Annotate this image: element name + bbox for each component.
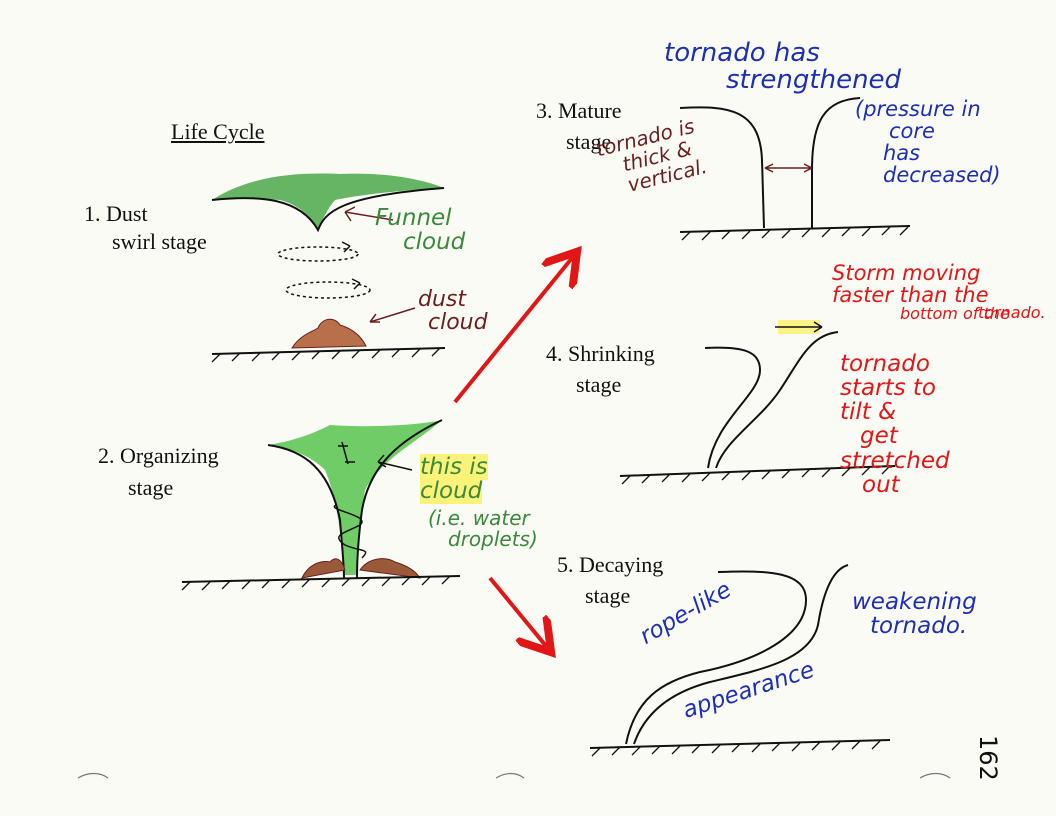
funnel-cloud-shape (212, 173, 444, 230)
dust-swirl-upper (277, 246, 359, 262)
note-pressure-core: (pressure in core has decreased) (855, 97, 1001, 188)
stage-1-label: 1. Dust (84, 201, 148, 226)
note-dust-cloud: dust cloud (418, 287, 488, 336)
stage-5-label-line2: stage (585, 583, 631, 608)
stage-5-drawing (589, 564, 891, 757)
stage-3-label-line2: stage (566, 129, 612, 154)
stage-4-label-line2: stage (576, 372, 622, 397)
stage-5-label: 5. Decaying (557, 552, 664, 577)
life-cycle-title: Life Cycle (171, 119, 265, 144)
note-water-droplets: (i.e. water droplets) (428, 506, 538, 551)
note-tornado-strengthened: tornado has strengthened (664, 38, 902, 96)
note-this-is-cloud: this is cloud (420, 454, 488, 505)
arrow-to-mature (453, 258, 572, 404)
stage-2-label: 2. Organizing (98, 443, 219, 468)
note-storm-moving: Storm moving faster than the bottom of t… (832, 261, 1046, 324)
stage-2-drawing (181, 419, 461, 591)
stage-1-drawing (211, 173, 446, 363)
dust-cloud-shape (291, 318, 367, 349)
note-tilt: tornado starts to tilt & get stretched o… (840, 351, 950, 498)
note-funnel-cloud: Funnel cloud (375, 205, 466, 256)
stage-2-label-line2: stage (128, 475, 174, 500)
note-weakening: weakening tornado. (852, 589, 977, 640)
organizing-dust-shape (301, 558, 421, 579)
stage-4-label: 4. Shrinking (546, 341, 655, 366)
organizing-funnel-shape (268, 420, 442, 575)
stage-3-label: 3. Mature (536, 98, 622, 123)
stage-4-drawing (619, 320, 896, 485)
page-number: 162 (974, 735, 1002, 781)
dust-swirl-lower (285, 281, 371, 299)
arrow-to-decaying (488, 576, 546, 646)
stage-1-label-line2: swirl stage (112, 229, 207, 254)
stage-3-drawing (679, 97, 911, 241)
